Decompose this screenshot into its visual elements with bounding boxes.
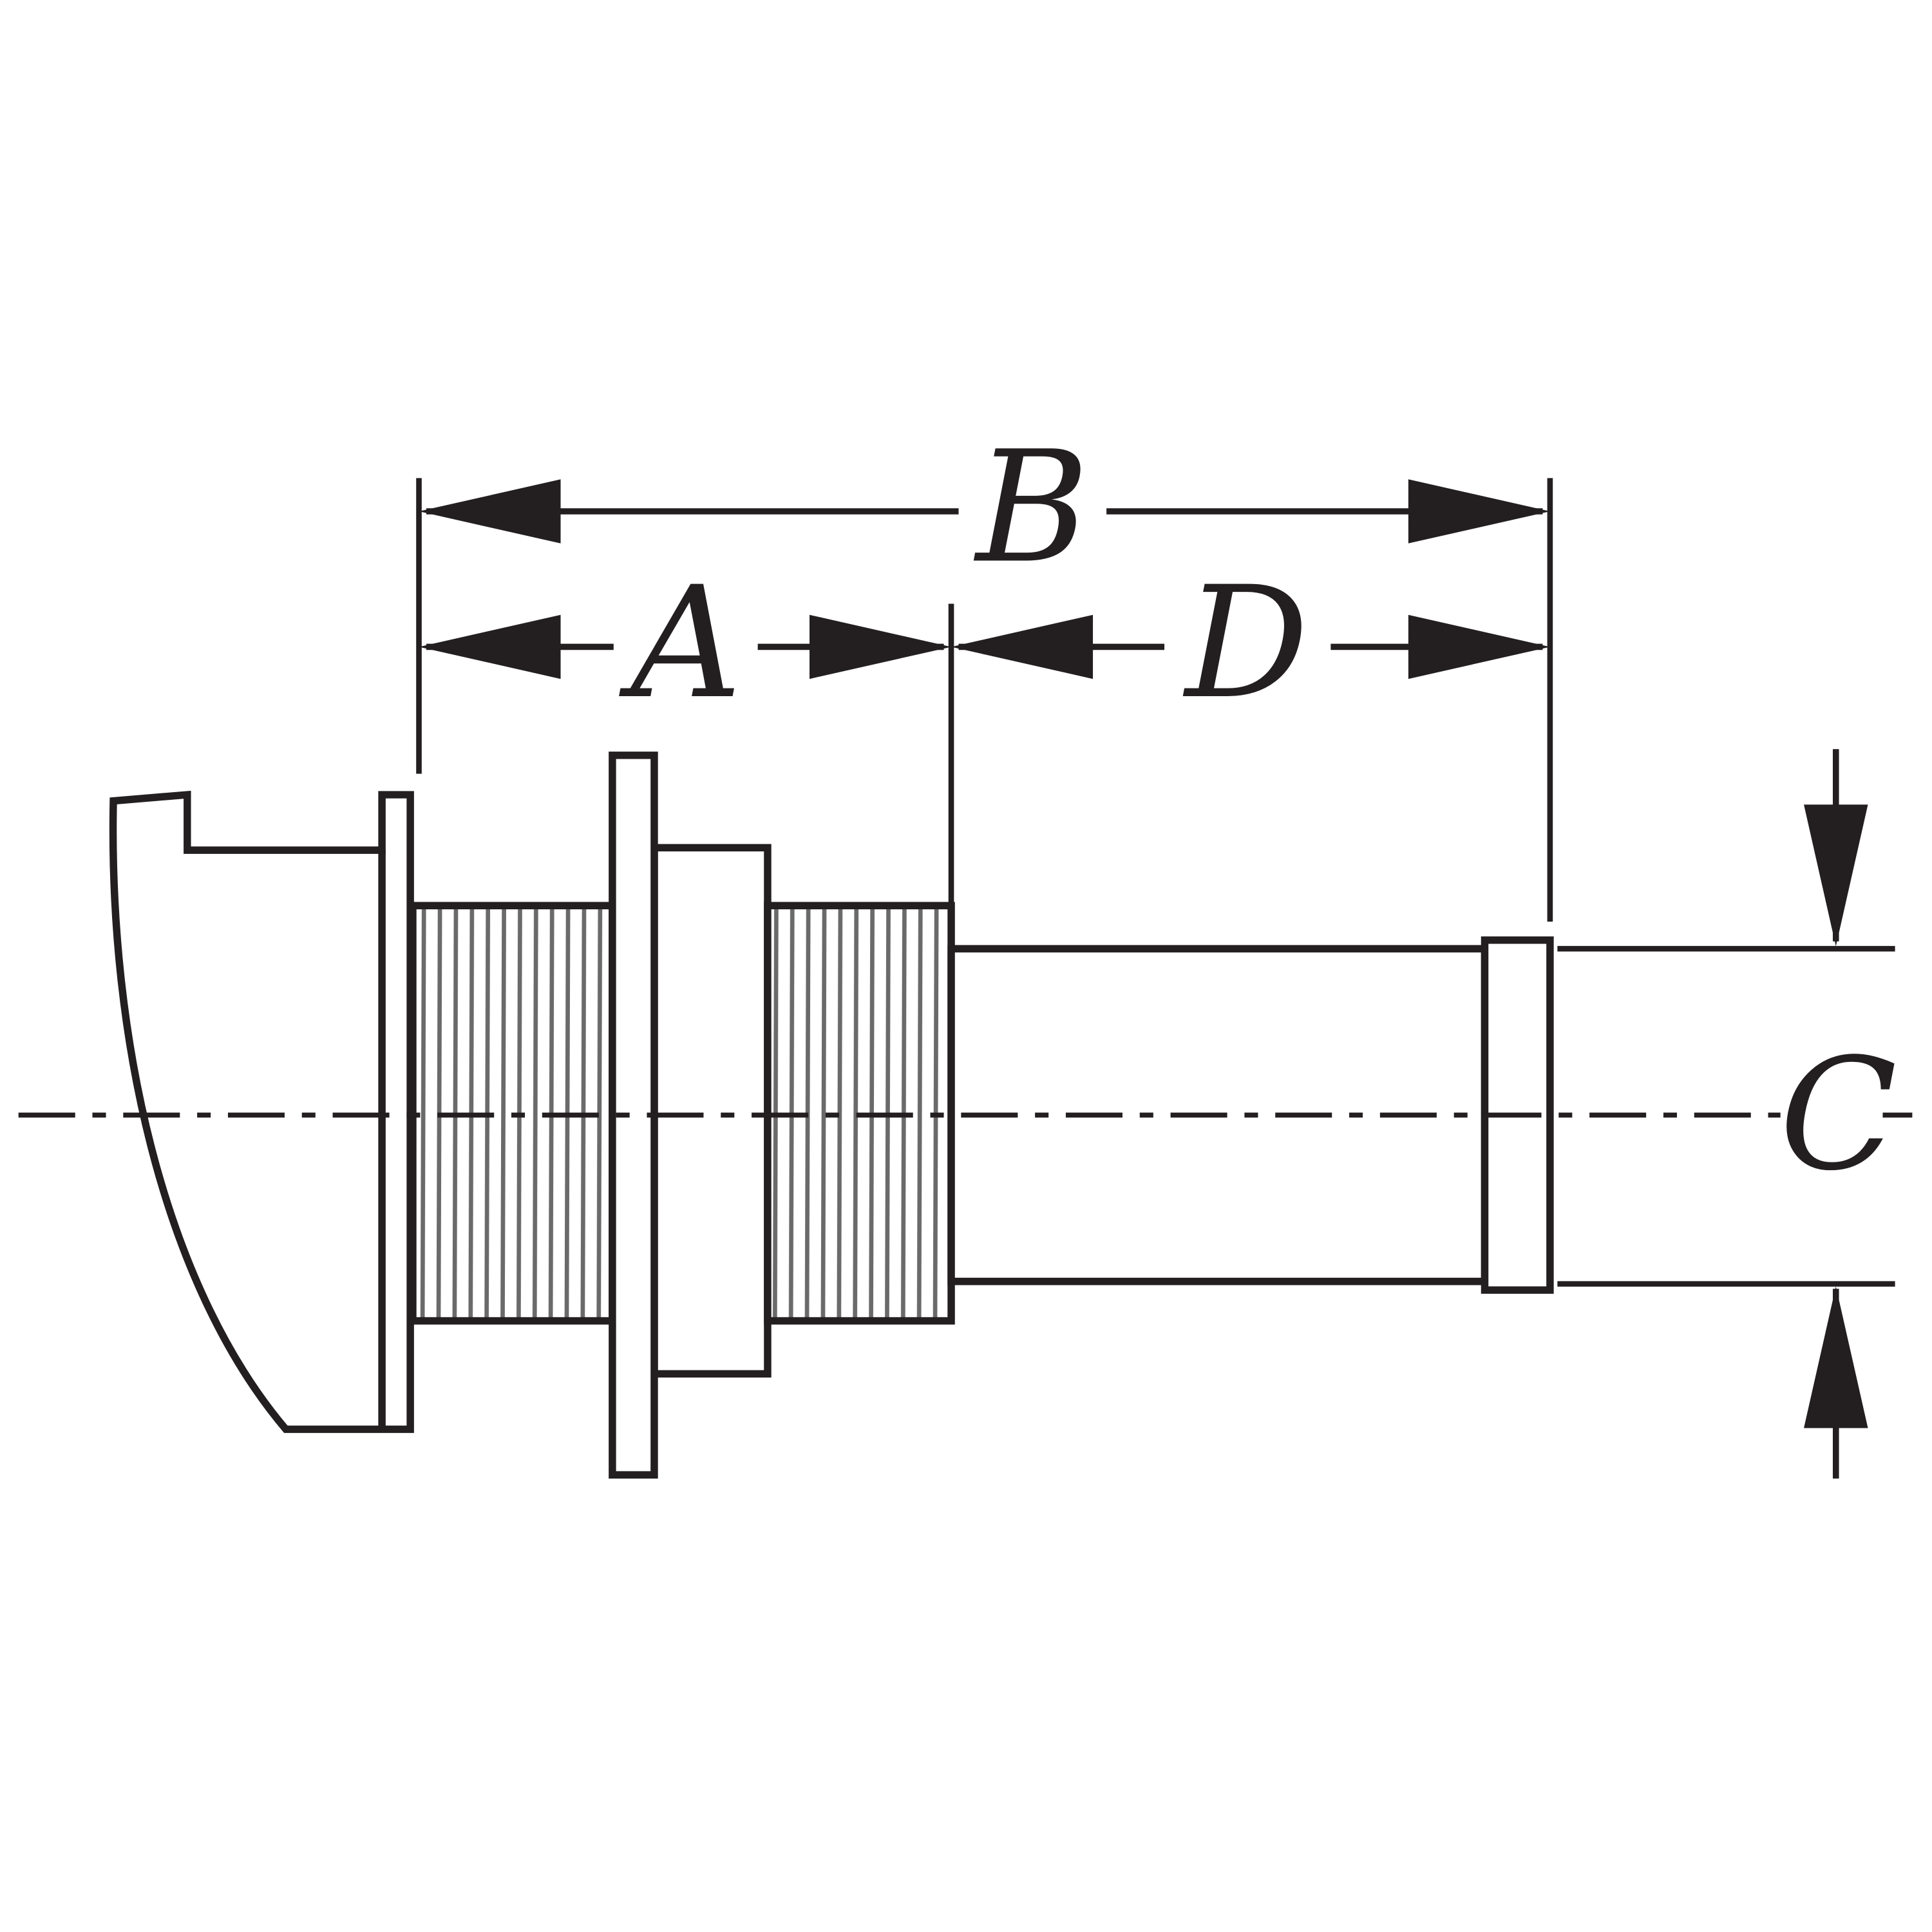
dimension-a: A (419, 547, 952, 739)
dimension-c-arrow-up (1804, 1286, 1868, 1428)
dimension-d-label: D (1182, 554, 1309, 733)
dimension-c-arrow-down (1804, 804, 1868, 947)
dimension-b: B (419, 412, 1550, 603)
dimension-a-arrow-right (810, 614, 952, 679)
dimension-d-arrow-right (1408, 614, 1550, 679)
dimension-b-arrow-right (1408, 479, 1550, 544)
dimension-d: D (951, 547, 1550, 739)
dimension-a-arrow-left (419, 614, 561, 679)
dimension-c-label: C (1779, 1026, 1897, 1205)
dimension-d-arrow-left (951, 614, 1094, 679)
dimension-a-label: A (618, 554, 742, 733)
head-flange-outline (109, 790, 414, 1434)
dimension-c: C (1774, 749, 1904, 1479)
dimension-b-arrow-left (419, 479, 561, 544)
dimension-b-label: B (973, 419, 1089, 598)
extension-lines (416, 478, 1895, 1287)
lock-nut (650, 844, 772, 1378)
